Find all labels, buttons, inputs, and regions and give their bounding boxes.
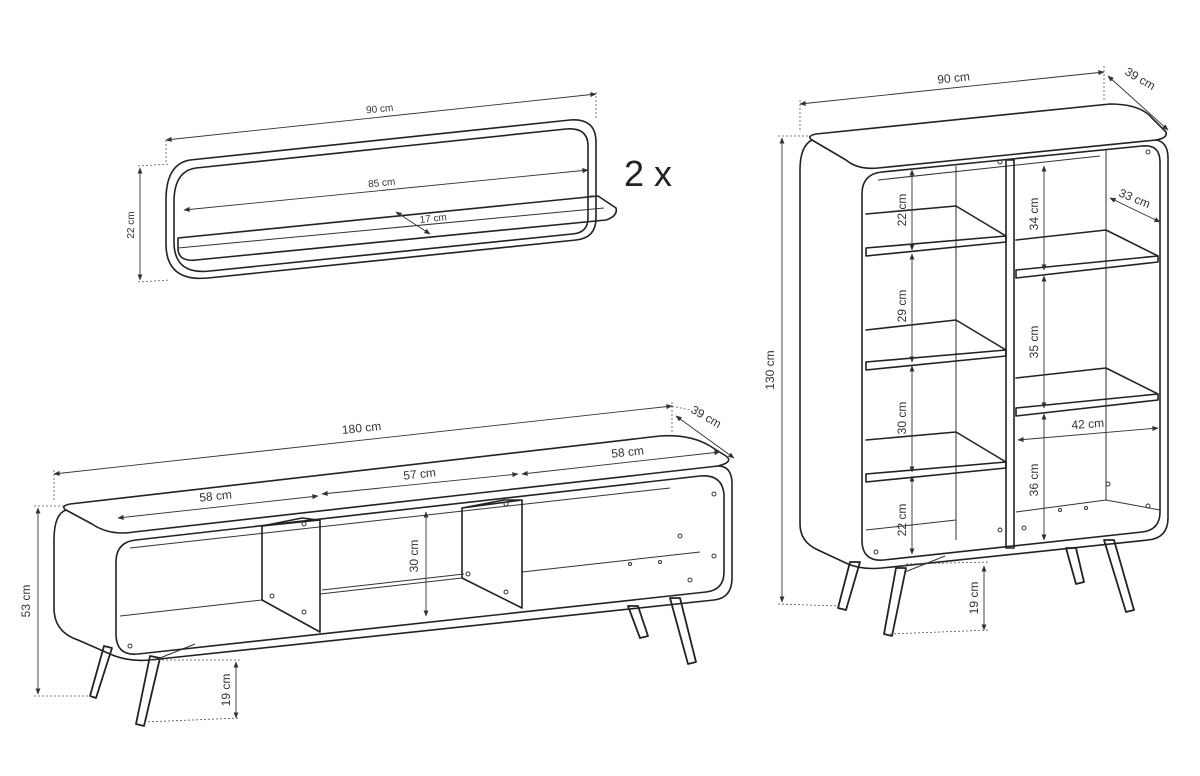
tv-unit-leg-back-right	[627, 605, 649, 639]
cabinet-width-label: 90 cm	[937, 69, 971, 86]
cabinet-opening	[861, 145, 1161, 561]
tv-unit: 180 cm 39 cm 58 cm 57 cm 58 cm 30 cm 53 …	[19, 402, 735, 727]
tv-unit-compartment-left-label: 58 cm	[199, 487, 233, 504]
cabinet: 90 cm 39 cm 130 cm 33 cm 42 cm 22 cm 29 …	[763, 64, 1169, 637]
cabinet-left-shelf-2-label: 29 cm	[895, 290, 909, 323]
tv-unit-height-label: 53 cm	[19, 585, 33, 618]
cabinet-leg-front-left	[837, 561, 861, 611]
cabinet-depth-dimension	[1107, 75, 1169, 131]
cabinet-left-shelf-1-label: 22 cm	[895, 194, 909, 227]
cabinet-right-shelf-3-label: 36 cm	[1027, 464, 1041, 497]
cabinet-right-shelf-2	[1015, 367, 1159, 417]
cabinet-right-shelf-1-label: 34 cm	[1027, 198, 1041, 231]
tv-unit-compartment-right-label: 58 cm	[611, 443, 645, 460]
cabinet-height-label: 130 cm	[763, 350, 777, 389]
tv-unit-leg-front-mid	[135, 655, 161, 727]
tv-unit-depth-dimension	[675, 415, 735, 459]
wall-shelf: 90 cm 85 cm 17 cm 22 cm 2 x	[126, 90, 672, 283]
tv-unit-opening	[115, 475, 725, 655]
cabinet-inner-width-label: 42 cm	[1071, 416, 1105, 432]
cabinet-depth-label: 39 cm	[1123, 64, 1158, 92]
tv-unit-leg-height-label: 19 cm	[219, 674, 233, 707]
cabinet-right-shelf-1	[1015, 229, 1159, 279]
wall-shelf-inner-panel	[173, 128, 589, 273]
cabinet-leg-front-right	[1103, 539, 1135, 613]
wall-shelf-depth-label: 17 cm	[419, 212, 447, 226]
cabinet-divider	[1005, 159, 1015, 549]
wall-shelf-width-dimension	[165, 92, 597, 142]
tv-unit-divider-right	[461, 499, 523, 609]
tv-unit-leg-front-right	[669, 597, 697, 665]
tv-unit-divider-left	[261, 517, 321, 633]
cabinet-left-shelf-2	[865, 319, 1007, 371]
tv-unit-compartment-middle-dimension	[321, 472, 519, 496]
cabinet-inner-depth-label: 33 cm	[1117, 186, 1153, 211]
tv-unit-compartment-left-dimension	[117, 494, 319, 520]
cabinet-leg-height-label: 19 cm	[967, 582, 981, 615]
cabinet-inner-depth-dimension	[1109, 197, 1161, 223]
wall-shelf-inner-width-label: 85 cm	[368, 177, 396, 191]
cabinet-top	[808, 103, 1168, 170]
tv-unit-width-dimension	[53, 404, 673, 476]
cabinet-left-shelf-3-label: 30 cm	[895, 402, 909, 435]
cabinet-right-shelf-2-label: 35 cm	[1027, 326, 1041, 359]
tv-unit-compartment-middle-label: 57 cm	[403, 465, 437, 482]
cabinet-width-dimension	[799, 70, 1105, 106]
cabinet-inner-width-dimension	[1017, 425, 1159, 443]
tv-unit-body	[53, 465, 733, 662]
cabinet-left-shelf-4-label: 22 cm	[895, 504, 909, 537]
cabinet-leg-front-mid	[883, 567, 907, 637]
cabinet-body	[799, 139, 1169, 570]
wall-shelf-inner-width-dimension	[183, 168, 589, 212]
tv-unit-inner-height-label: 30 cm	[407, 540, 421, 573]
tv-unit-compartment-right-dimension	[521, 450, 721, 476]
wall-shelf-width-label: 90 cm	[366, 103, 394, 117]
cabinet-leg-back-right	[1065, 547, 1085, 585]
cabinet-left-shelf-1	[865, 205, 1007, 257]
wall-shelf-quantity-label: 2 x	[624, 153, 672, 194]
tv-unit-width-label: 180 cm	[341, 419, 382, 437]
wall-shelf-height-label: 22 cm	[126, 211, 137, 238]
wall-shelf-depth-dimension	[395, 211, 431, 235]
tv-unit-depth-label: 39 cm	[689, 402, 724, 430]
wall-shelf-back-panel	[165, 119, 597, 280]
tv-unit-leg-front-left	[89, 645, 113, 699]
wall-shelf-board	[177, 195, 618, 262]
cabinet-left-shelf-3	[865, 431, 1007, 483]
